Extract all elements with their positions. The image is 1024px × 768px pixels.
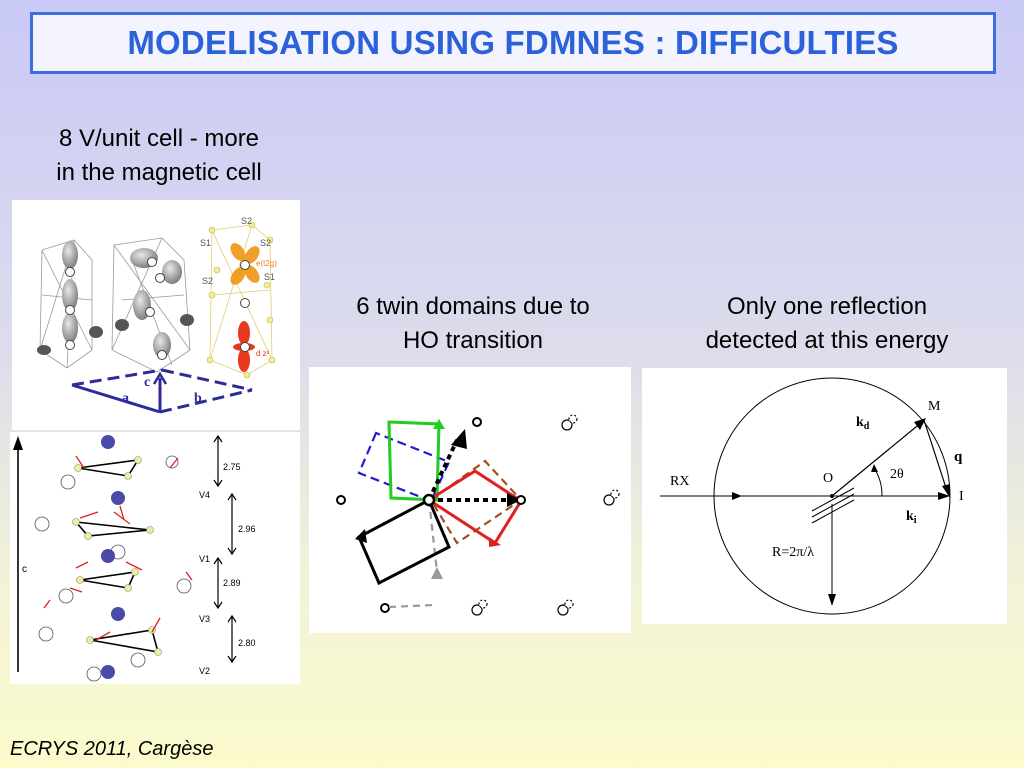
crystal-structure-figure: S2 S1 S2 e(t2g) S2 S1 d z² a b c (37, 216, 277, 414)
radius-arrowhead (828, 594, 836, 606)
m-label: M (928, 399, 941, 414)
title-box: MODELISATION USING FDMNES : DIFFICULTIES (30, 12, 996, 74)
q-arrowhead (942, 484, 950, 498)
q-vector (923, 419, 949, 495)
dotted-vector-up (427, 439, 459, 501)
vanadium-chain-figure: c (13, 434, 256, 682)
crystal-structure-panel: S2 S1 S2 e(t2g) S2 S1 d z² a b c (12, 200, 300, 430)
red-arrowhead (489, 537, 501, 547)
vanadium-atom (65, 305, 75, 315)
axis-label-c: c (144, 375, 150, 390)
middle-caption: 6 twin domains due to HO transition (318, 290, 628, 358)
site-label: V2 (199, 666, 210, 676)
vanadium-atom (65, 340, 75, 350)
origin-label: O (823, 471, 833, 486)
orbital-label: d z² (256, 349, 270, 358)
distance-label: 2.96 (238, 524, 256, 534)
site-label: V4 (199, 490, 210, 500)
t2g-orbital (230, 243, 260, 285)
vanadium-atom (157, 350, 167, 360)
site-label: V3 (199, 614, 210, 624)
q-label: q (954, 449, 963, 465)
gray-arrowhead (431, 567, 443, 579)
c-axis-arrowhead (13, 436, 23, 450)
angle-arc (873, 467, 883, 497)
kd-label: kd (856, 415, 870, 432)
rx-label: RX (670, 474, 689, 489)
radius-label: R=2π/λ (772, 545, 814, 560)
oxygen-sites (34, 455, 192, 682)
orbital-label: S2 (241, 216, 252, 226)
vanadium-atom (145, 307, 155, 317)
site-label: V1 (199, 554, 210, 564)
c-axis-label: c (22, 564, 27, 575)
angle-label: 2θ (890, 467, 904, 482)
domain-green (387, 420, 441, 502)
i-label: I (959, 489, 964, 504)
sample-hatch (811, 487, 855, 524)
vanadium-chain-panel: c (10, 432, 300, 684)
vanadium-atom (240, 342, 250, 352)
kd-vector (831, 421, 923, 497)
vanadium-atom (155, 273, 165, 283)
vanadium-atom (240, 260, 250, 270)
vanadium-atom (240, 298, 250, 308)
distance-label: 2.80 (238, 638, 256, 648)
distance-label: 2.89 (223, 578, 241, 588)
axis-label-a: a (122, 391, 129, 406)
black-arrowhead (355, 529, 367, 543)
pair-structure: S2 S1 S2 e(t2g) S2 S1 d z² (200, 216, 277, 379)
bond-sites (72, 456, 162, 656)
sample-point (830, 494, 834, 498)
orbital-lobes-1 (37, 241, 103, 355)
green-arrowhead (433, 419, 445, 429)
middle-caption-line2: HO transition (402, 327, 544, 354)
ki-label: ki (906, 509, 917, 526)
ki-arrowhead (938, 492, 950, 500)
axis-label-b: b (194, 391, 202, 406)
left-caption-line1: 8 V/unit cell - more (58, 125, 260, 152)
dotted-vector-right-head (507, 493, 521, 507)
orbital-label: e(t2g) (256, 259, 277, 268)
origin-point (422, 493, 436, 507)
vanadium-atom (147, 257, 157, 267)
footer-text: ECRYS 2011, Cargèse (10, 738, 214, 760)
ewald-sphere-panel: RX O I M kd ki q 2θ R=2π/λ (642, 368, 1007, 624)
twin-domains-figure (336, 414, 620, 616)
page-title: MODELISATION USING FDMNES : DIFFICULTIES (127, 24, 899, 61)
right-caption-line1: Only one reflection (726, 293, 928, 320)
rx-arrowhead (732, 492, 742, 500)
left-caption-line2: in the magnetic cell (56, 159, 262, 186)
orbital-label: S1 (200, 238, 211, 248)
orbital-label: S1 (264, 272, 275, 282)
vanadium-sites (101, 435, 125, 679)
vanadium-atom (65, 267, 75, 277)
domain-gray (388, 499, 439, 609)
v-pair-triangles (74, 458, 160, 654)
right-caption-line2: detected at this energy (705, 327, 949, 354)
twin-domains-panel (309, 367, 631, 633)
right-caption: Only one reflection detected at this ene… (660, 290, 994, 358)
distance-brackets (213, 434, 237, 664)
orbital-label: S2 (202, 276, 213, 286)
kd-arrowhead (914, 418, 926, 430)
middle-caption-line1: 6 twin domains due to (356, 293, 590, 320)
left-caption: 8 V/unit cell - more in the magnetic cel… (20, 122, 298, 190)
lattice-point (516, 495, 526, 505)
angle-arrowhead (871, 464, 878, 472)
distance-label: 2.75 (223, 462, 241, 472)
ewald-sphere-figure: RX O I M kd ki q 2θ R=2π/λ (660, 377, 964, 615)
unit-cell-axes (71, 368, 253, 414)
domain-black (357, 497, 451, 586)
satellite-spots (471, 414, 620, 616)
spin-arrows (43, 455, 193, 641)
lattice-points (336, 417, 482, 613)
orbital-label: S2 (260, 238, 271, 248)
dotted-vector-up-head (451, 429, 467, 449)
